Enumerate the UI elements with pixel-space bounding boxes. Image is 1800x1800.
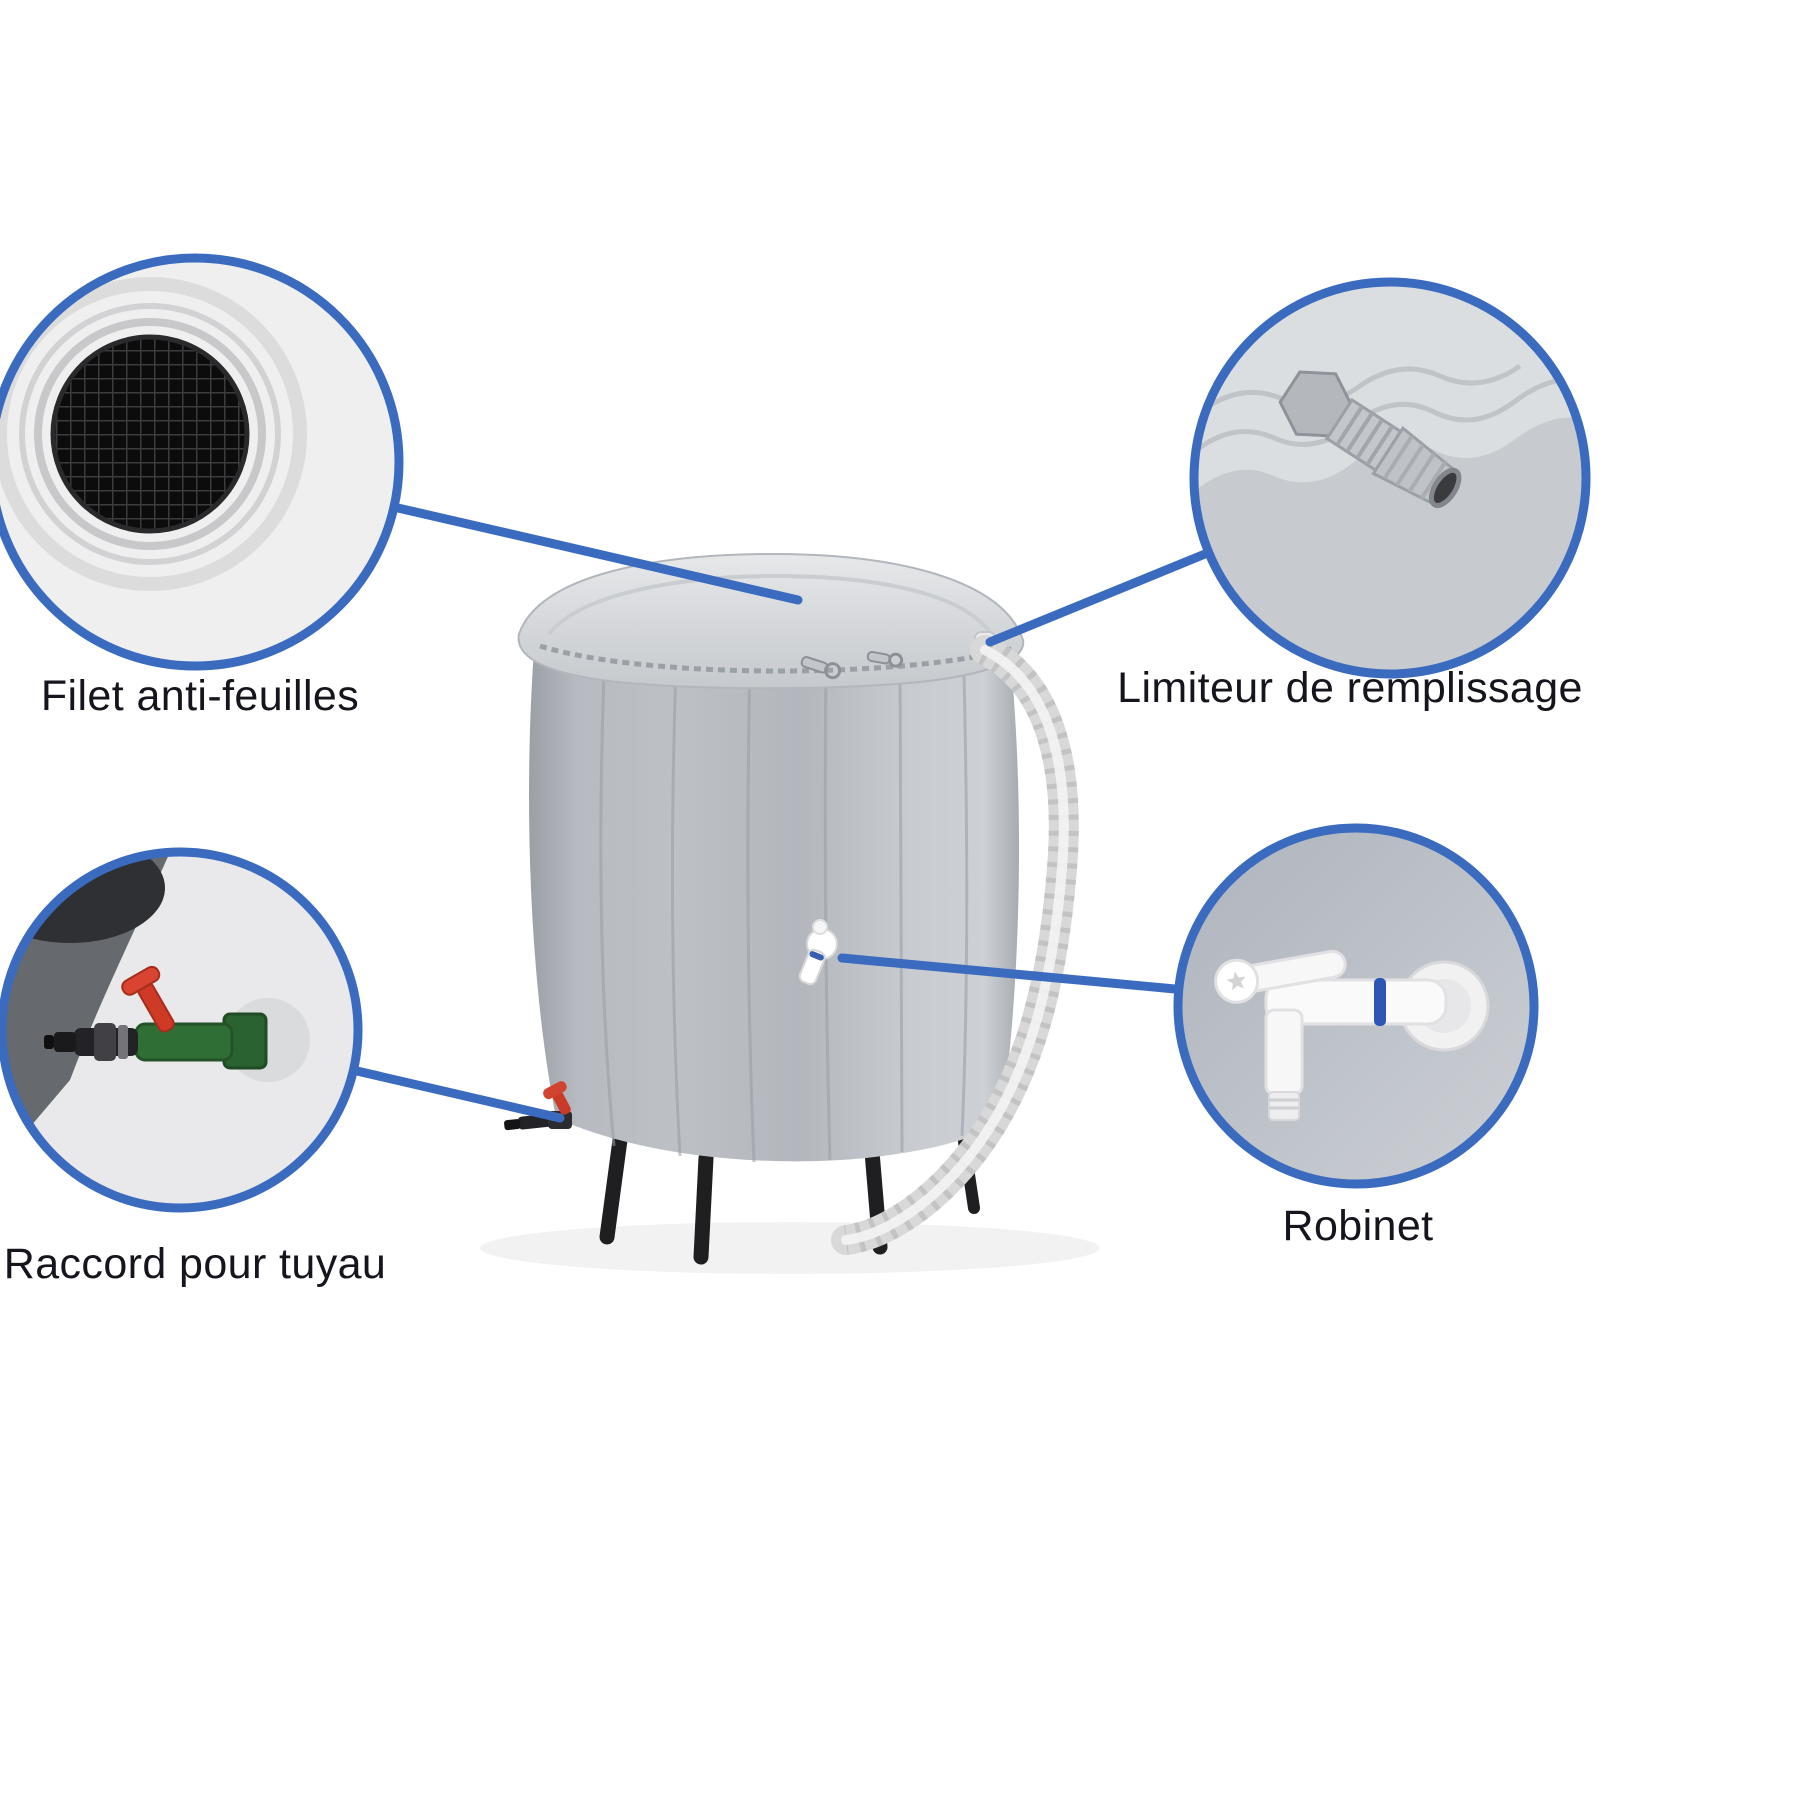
tank-zipper xyxy=(539,643,1015,674)
callout-label-hose-connector: Raccord pour tuyau xyxy=(3,1240,387,1288)
garden-valve-icon xyxy=(44,965,310,1082)
callout-label-leaf-net: Filet anti-feuilles xyxy=(40,672,360,720)
callout-label-tap: Robinet xyxy=(1282,1202,1434,1250)
tank-top-texture xyxy=(1194,282,1586,492)
tank-lid-seam xyxy=(547,573,996,640)
callout-leaf-net xyxy=(0,253,404,671)
callout-line-leaf-net xyxy=(393,503,803,605)
callout-ring-fill-limiter xyxy=(1189,277,1591,679)
tank-shadow xyxy=(480,1222,1100,1274)
overflow-hose xyxy=(831,635,1079,1255)
callout-ring-hose-connector xyxy=(0,847,363,1213)
callout-line-tap xyxy=(837,953,1180,994)
zipper-pulls xyxy=(800,651,904,680)
callout-label-fill-limiter: Limiteur de remplissage xyxy=(1117,664,1583,712)
callout-ring-tap xyxy=(1173,823,1539,1189)
callout-tap xyxy=(1173,823,1539,1189)
callout-line-hose-connector xyxy=(352,1066,565,1123)
tank-top-waves xyxy=(1194,363,1586,454)
callout-lines xyxy=(352,503,1210,1123)
callout-line-fill-limiter xyxy=(985,549,1210,647)
tank-body xyxy=(529,620,1020,1162)
callout-hose-connector xyxy=(0,847,363,1213)
mesh-filter-icon xyxy=(0,277,307,591)
white-tap-icon xyxy=(1214,949,1490,1121)
water-tank-illustration xyxy=(480,552,1100,1274)
callout-fill-limiter xyxy=(1189,277,1591,679)
callout-ring-leaf-net xyxy=(0,253,404,671)
tank-tap xyxy=(798,919,838,986)
hose-barb-fitting-icon xyxy=(1278,370,1462,509)
